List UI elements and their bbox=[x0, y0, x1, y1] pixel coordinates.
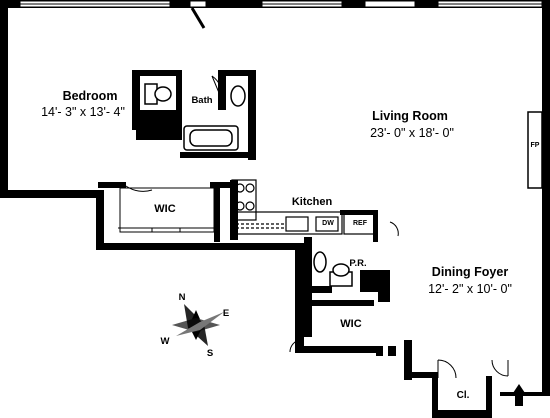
kitchen-fixtures bbox=[231, 179, 375, 235]
compass-east: E bbox=[222, 308, 230, 319]
powder-room-name: P.R. bbox=[349, 258, 367, 269]
compass-west: W bbox=[160, 336, 170, 347]
dining-foyer-name: Dining Foyer bbox=[431, 265, 509, 279]
compass-north: N bbox=[178, 292, 186, 303]
living-room-name: Living Room bbox=[372, 109, 448, 123]
interior-walls bbox=[98, 70, 390, 337]
doors bbox=[125, 75, 509, 379]
entry-arrow-icon bbox=[511, 384, 527, 406]
bedroom-name: Bedroom bbox=[62, 89, 118, 103]
compass-rose-icon bbox=[172, 304, 224, 346]
pr-fixtures bbox=[313, 251, 353, 287]
wic-shelves bbox=[118, 187, 215, 233]
fireplace-label: FP bbox=[530, 142, 540, 149]
bath-fixtures bbox=[144, 83, 246, 151]
wic-bedroom-name: WIC bbox=[154, 203, 176, 215]
closet-name: Cl. bbox=[456, 390, 470, 401]
dining-foyer-dimensions: 12'- 2" x 10'- 0" bbox=[428, 282, 512, 296]
refrigerator-label: REF bbox=[353, 220, 367, 227]
kitchen-name: Kitchen bbox=[291, 196, 333, 208]
bath-name: Bath bbox=[191, 95, 213, 106]
wic-foyer-name: WIC bbox=[340, 318, 362, 330]
compass-south: S bbox=[206, 348, 214, 359]
fireplace bbox=[527, 111, 543, 189]
living-room-dimensions: 23'- 0" x 18'- 0" bbox=[370, 126, 454, 140]
dishwasher-label: DW bbox=[322, 220, 334, 227]
bedroom-dimensions: 14'- 3" x 13'- 4" bbox=[41, 105, 125, 119]
